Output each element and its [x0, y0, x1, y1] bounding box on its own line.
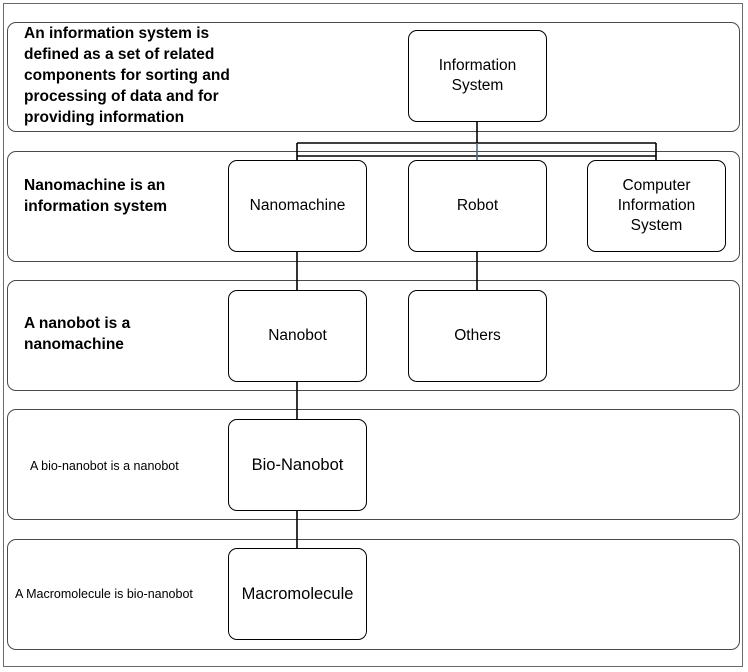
node-robot: Robot: [408, 160, 547, 252]
node-information-system: Information System: [408, 30, 547, 122]
caption-bio-nanobot: A bio-nanobot is a nanobot: [30, 459, 179, 473]
level-band-nanobot: [7, 280, 740, 391]
node-nanomachine: Nanomachine: [228, 160, 367, 252]
level-band-bio-nanobot: [7, 409, 740, 520]
level-band-macromolecule: [7, 539, 740, 650]
diagram-frame: [3, 3, 743, 667]
node-nanobot: Nanobot: [228, 290, 367, 382]
caption-macromolecule: A Macromolecule is bio-nanobot: [15, 587, 193, 601]
node-computer-information-system: Computer Information System: [587, 160, 726, 252]
node-macromolecule: Macromolecule: [228, 548, 367, 640]
caption-nanobot: A nanobot is a nanomachine: [24, 315, 131, 353]
node-bio-nanobot: Bio-Nanobot: [228, 419, 367, 511]
caption-information-system: An information system is defined as a se…: [24, 25, 230, 126]
caption-nanomachine: Nanomachine is an information system: [24, 177, 167, 215]
level-band-information-system: [7, 22, 740, 132]
node-others: Others: [408, 290, 547, 382]
